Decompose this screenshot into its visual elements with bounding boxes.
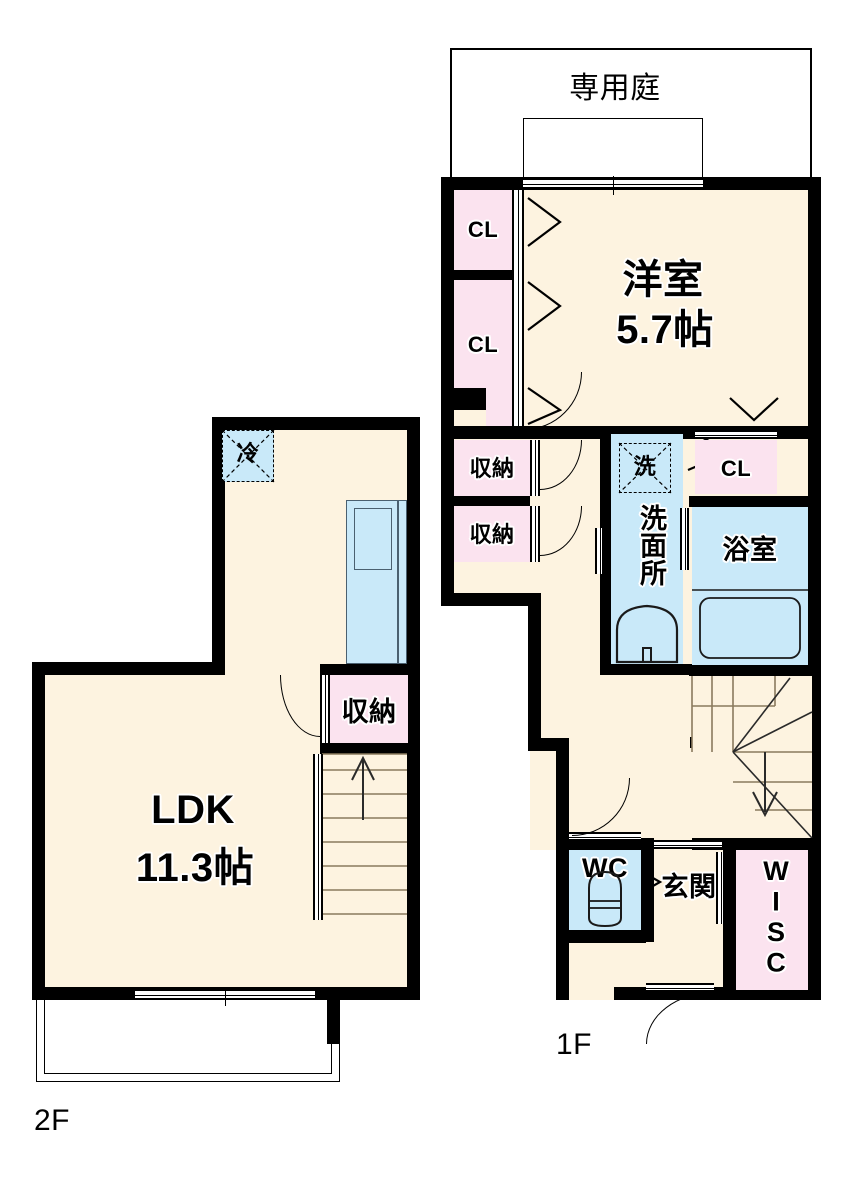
wc-label: WC <box>582 853 628 883</box>
wall-wisc-left <box>723 838 736 1000</box>
storage-2f-door[interactable] <box>320 675 330 743</box>
storage-2f-floor <box>330 675 408 743</box>
closet-cl-second-label: CL <box>467 332 499 357</box>
wall-washroom-left <box>600 430 611 670</box>
storage-upper-label: 収納 <box>469 456 515 481</box>
wc-floor <box>569 850 641 930</box>
bedroom-area-label: 5.7帖 <box>616 308 714 352</box>
wall-1f-left-mid <box>441 593 541 606</box>
storage-lower-door[interactable] <box>530 506 540 562</box>
bedroom-window <box>523 176 703 195</box>
stair-2f-rail <box>313 754 323 920</box>
wall-storage-2f-top <box>320 664 420 675</box>
storage-lower <box>454 506 530 562</box>
closet-cl-second <box>454 280 512 388</box>
wall-2f-left-jog <box>32 662 225 675</box>
bedroom-name-label: 洋室 <box>622 258 704 302</box>
washroom-label: 洗面所 <box>636 504 666 587</box>
kitchen-sink-icon <box>354 508 392 570</box>
washroom-door-west[interactable] <box>595 528 604 574</box>
bathroom-label: 浴室 <box>722 535 778 565</box>
wall-bath-top <box>689 496 821 507</box>
wall-1f-bottom-left <box>556 930 646 943</box>
wall-closet-jog <box>454 388 486 410</box>
wall-bath-bottom <box>689 665 821 676</box>
storage-upper-door[interactable] <box>530 440 540 496</box>
storage-upper <box>454 440 530 496</box>
wall-between-closets-1 <box>454 270 512 280</box>
bedroom-closet-door-track[interactable] <box>512 190 524 426</box>
bathroom-floor <box>692 507 808 665</box>
ldk-area-label: 11.3帖 <box>135 846 255 890</box>
wisc-floor <box>736 850 808 990</box>
wall-1f-left-hall <box>528 593 541 751</box>
wall-storage-2f-bottom <box>320 743 420 754</box>
balcony-inner-outline <box>44 1000 332 1074</box>
wall-wc-right <box>641 838 654 942</box>
storage-lower-label: 収納 <box>469 522 515 547</box>
wisc-label: WISC <box>761 856 791 978</box>
wall-wc-top <box>556 838 654 850</box>
closet-cl-bath-label: CL <box>720 456 752 481</box>
kitchen-counter-edge <box>398 500 407 664</box>
wall-1f-left-upper <box>441 177 454 606</box>
floor-label-1f: 1F <box>556 1028 593 1061</box>
wall-washroom-bottom <box>600 664 692 675</box>
closet-cl-bath <box>695 440 777 494</box>
wall-2f-top <box>212 417 420 430</box>
closet-cl-second-tail <box>486 388 512 426</box>
entrance-inner-door[interactable] <box>654 840 722 849</box>
refrigerator-label: 冷 <box>236 441 260 466</box>
entrance-label: 玄関 <box>661 872 717 902</box>
private-garden-label: 専用庭 <box>569 72 661 105</box>
closet-cl-top <box>454 190 512 270</box>
storage-2f-label: 収納 <box>341 697 397 727</box>
wc-door[interactable] <box>569 832 641 841</box>
washer-label: 洗 <box>633 454 657 479</box>
wall-between-storages <box>454 496 530 506</box>
ldk-name-label: LDK <box>151 788 235 832</box>
entrance-front-door[interactable] <box>646 983 714 992</box>
balcony-post <box>327 1000 340 1044</box>
ldk-balcony-window <box>135 987 315 1006</box>
wall-2f-left <box>32 662 45 1000</box>
washroom-door-east[interactable] <box>680 508 689 570</box>
closet-cl-top-label: CL <box>467 217 499 242</box>
wall-2f-left-upper <box>212 417 225 662</box>
wall-2f-right <box>407 417 420 1000</box>
floor-label-2f: 2F <box>34 1104 71 1137</box>
closet-cl-bath-door[interactable] <box>695 430 777 439</box>
